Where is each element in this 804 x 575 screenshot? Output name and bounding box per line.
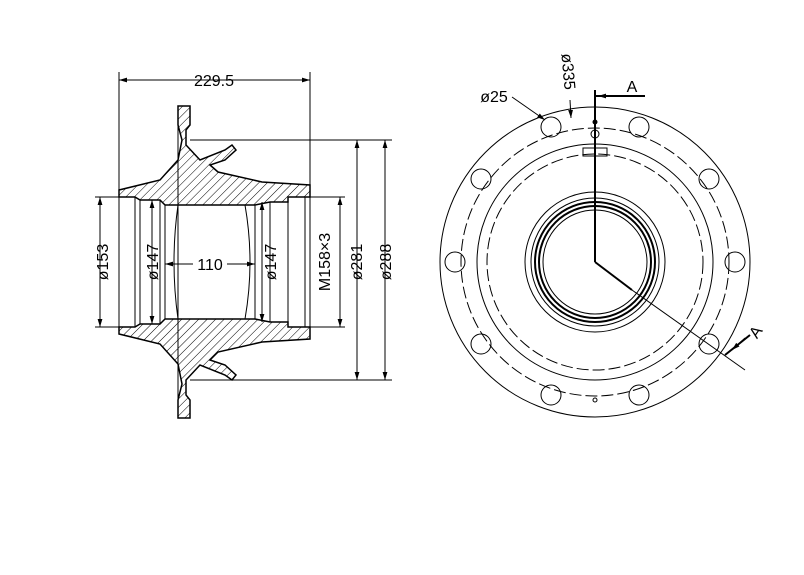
dim-bore-spacing: 110 xyxy=(197,257,223,274)
hub-section-upper xyxy=(118,105,311,206)
bolt-hole xyxy=(540,384,562,406)
bolt-hole xyxy=(540,116,562,138)
dim-bore-left: ø147 xyxy=(145,244,162,281)
bolt-hole xyxy=(592,397,598,403)
section-label-top: A xyxy=(627,79,638,96)
bolt-holes xyxy=(444,116,746,406)
dim-pilot: ø281 xyxy=(349,244,366,281)
bolt-hole xyxy=(444,251,466,273)
bolt-hole xyxy=(698,333,720,355)
dim-thread: M158×3 xyxy=(317,233,334,291)
dim-bore-right: ø147 xyxy=(263,244,280,281)
front-view: A A ø25 ø335 xyxy=(439,53,767,418)
dim-bolt-hole: ø25 xyxy=(480,89,508,106)
section-label-bottom: A xyxy=(746,323,766,342)
bolt-hole xyxy=(698,168,720,190)
bolt-hole xyxy=(470,168,492,190)
dim-overall-length: 229.5 xyxy=(194,73,234,90)
dim-bolt-circle: ø335 xyxy=(557,53,577,91)
dim-bore-outer: ø153 xyxy=(95,244,112,281)
bolt-hole xyxy=(628,116,650,138)
bolt-hole xyxy=(470,333,492,355)
bolt-hole xyxy=(628,384,650,406)
hub-section-lower xyxy=(118,318,311,419)
bolt-hole xyxy=(724,251,746,273)
dim-flange: ø288 xyxy=(378,244,395,281)
side-section-view: 229.5 ø153 ø147 110 ø147 M158×3 ø281 ø28… xyxy=(95,72,395,419)
